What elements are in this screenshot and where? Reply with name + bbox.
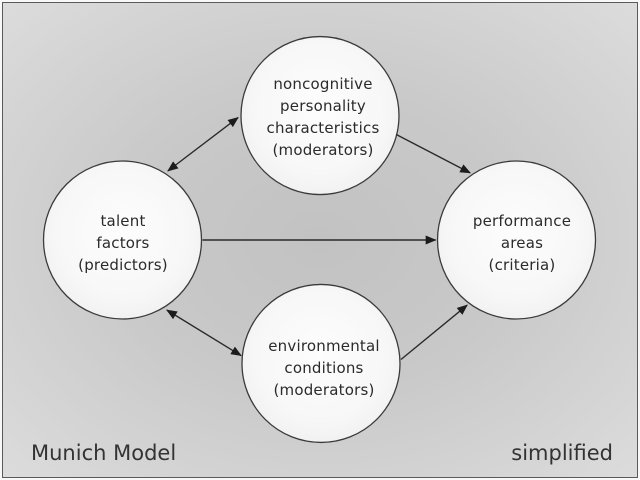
node-label-performance: performance areas (criteria) — [422, 210, 622, 276]
diagram-graphics — [42, 35, 597, 444]
node-text-line: noncognitive — [273, 75, 373, 93]
node-text-line: personality — [280, 97, 366, 115]
node-circle-noncognitive — [240, 35, 400, 196]
node-text-line: performance — [472, 212, 572, 230]
node-text-line: characteristics — [266, 119, 380, 137]
arrow-environmental-to-performance — [400, 304, 468, 361]
caption-simplified: simplified — [511, 441, 613, 465]
node-text-line: talent — [100, 212, 146, 230]
node-label-noncognitive: noncognitive personality characteristics… — [223, 73, 423, 161]
node-text-line: (moderators) — [273, 381, 375, 399]
node-label-talent: talent factors (predictors) — [23, 210, 223, 276]
node-label-environmental: environmental conditions (moderators) — [224, 335, 424, 401]
node-circle-environmental — [241, 283, 401, 444]
node-text-line: areas — [500, 234, 544, 252]
node-text-line: (predictors) — [78, 256, 168, 274]
node-text-line: factors — [96, 234, 150, 252]
arrow-talent-environmental-bidirectional — [166, 309, 242, 357]
node-circle-talent — [42, 160, 203, 320]
node-circle-performance — [436, 160, 597, 320]
caption-munich-model: Munich Model — [31, 441, 177, 465]
node-text-line: (moderators) — [272, 141, 374, 159]
arrow-talent-noncognitive-bidirectional — [167, 116, 239, 172]
node-text-line: environmental — [268, 337, 380, 355]
arrow-noncognitive-to-performance — [395, 133, 471, 174]
node-text-line: (criteria) — [488, 256, 556, 274]
node-text-line: conditions — [284, 359, 364, 377]
